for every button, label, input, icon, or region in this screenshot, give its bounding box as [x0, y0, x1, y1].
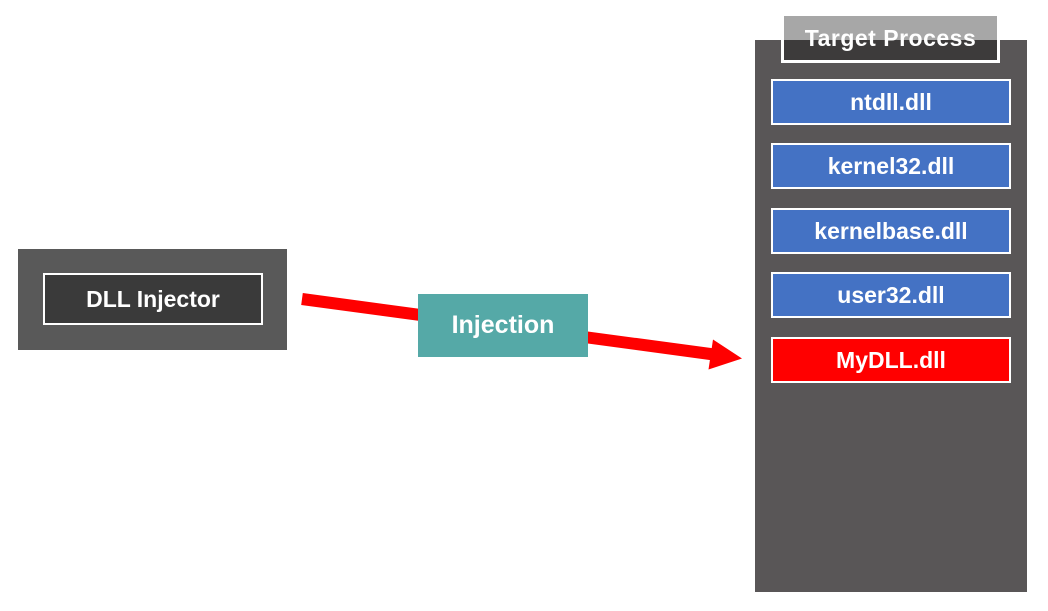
- module-label: kernelbase.dll: [814, 217, 968, 244]
- module-label: MyDLL.dll: [836, 346, 946, 373]
- module-label: kernel32.dll: [827, 152, 955, 179]
- injection-label-box: Injection: [418, 294, 588, 357]
- module-label: user32.dll: [837, 281, 945, 308]
- injection-arrow-head: [708, 339, 742, 370]
- module-box-ntdll: ntdll.dll: [771, 79, 1011, 125]
- dll-injector-label-box: DLL Injector: [43, 273, 263, 325]
- module-box-user32: user32.dll: [771, 272, 1011, 318]
- dll-injector-label: DLL Injector: [86, 285, 220, 312]
- module-label: ntdll.dll: [850, 88, 932, 115]
- injection-label: Injection: [451, 311, 555, 339]
- module-box-mydll-injected: MyDLL.dll: [771, 337, 1011, 383]
- module-box-kernelbase: kernelbase.dll: [771, 208, 1011, 254]
- target-process-title: Target Process: [804, 24, 977, 51]
- target-process-header: Target Process: [781, 13, 1000, 63]
- module-box-kernel32: kernel32.dll: [771, 143, 1011, 189]
